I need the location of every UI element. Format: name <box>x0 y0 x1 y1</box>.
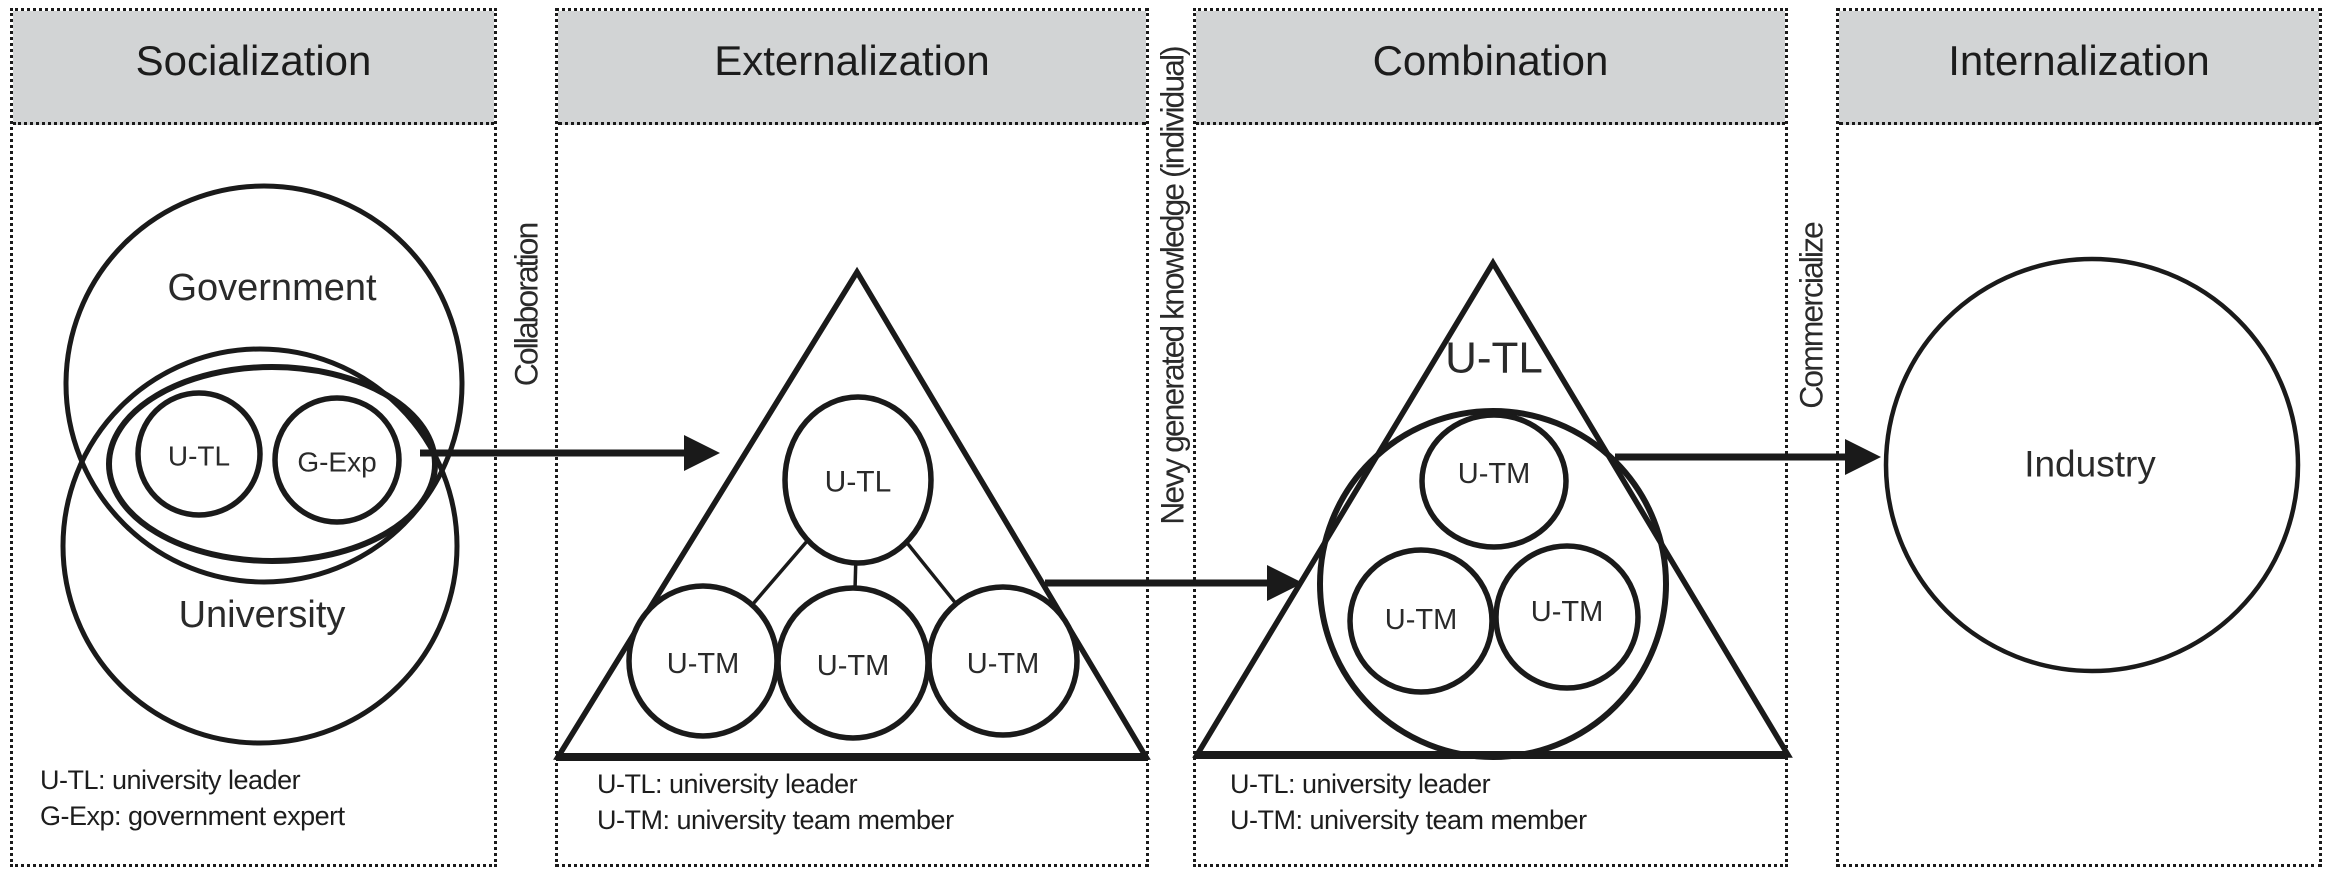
panel-externalization-header: Externalization <box>558 11 1146 125</box>
panel-title: Externalization <box>714 36 990 84</box>
panel-combination-header: Combination <box>1196 11 1785 125</box>
note-line: U-TL: university leader <box>1230 769 1491 799</box>
note-line: U-TL: university leader <box>597 769 858 799</box>
panel-title: Internalization <box>1948 36 2210 84</box>
panel-internalization: Internalization <box>1836 8 2322 867</box>
panel-title: Socialization <box>135 36 372 84</box>
notes-combination: U-TL: university leader U-TM: university… <box>1230 766 1587 838</box>
note-line: U-TM: university team member <box>1230 805 1587 835</box>
panel-externalization: Externalization <box>555 8 1149 867</box>
panel-combination: Combination <box>1193 8 1788 867</box>
flow-label-new-knowledge: Nevy generated knowledge (individual) <box>1154 47 1191 525</box>
note-line: U-TL: university leader <box>40 765 301 795</box>
panel-internalization-header: Internalization <box>1839 11 2319 125</box>
panel-socialization: Socialization <box>10 8 497 867</box>
notes-externalization: U-TL: university leader U-TM: university… <box>597 766 954 838</box>
panel-socialization-header: Socialization <box>13 11 494 125</box>
note-line: U-TM: university team member <box>597 805 954 835</box>
panel-title: Combination <box>1372 36 1609 84</box>
flow-label-collaboration: Collaboration <box>508 223 545 387</box>
flow-label-commercialize: Commercialize <box>1793 223 1830 409</box>
note-line: G-Exp: government expert <box>40 801 345 831</box>
notes-socialization: U-TL: university leader G-Exp: governmen… <box>40 762 345 834</box>
